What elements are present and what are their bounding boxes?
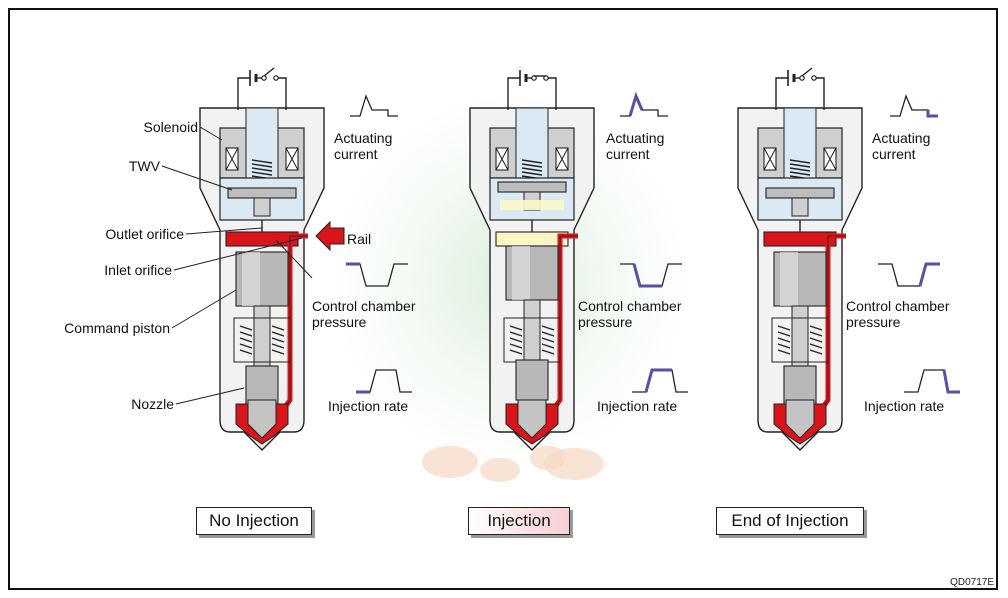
label-inlet-orifice: Inlet orifice [104,262,172,278]
leader-line-2 [161,165,233,191]
injector-2-leak-flow [500,200,564,210]
injector-2-wire-right [548,77,557,110]
injector-3-spring-chamber [771,317,829,363]
injector-1-coil-left-x [225,147,239,171]
leader-line-1 [199,126,223,141]
injector-1-nozzle-spring [239,325,285,355]
injector-1-valve-spring [251,159,273,184]
injector-3-coil-right-x [823,147,837,171]
graph-current-2-highlight [628,91,644,117]
graph-current-3-trace [890,94,938,117]
injector-1-piston-rod [253,305,271,367]
injector-1-nozzle-tip [247,399,277,439]
injector-2-twv-plate [497,181,567,193]
injector-3-switch-open [801,67,813,77]
leader-line-5 [171,289,237,329]
label-injection-rate-2: Injection rate [597,398,678,414]
graph-rate-2-highlight [644,368,672,393]
injector-1-switch-pin-b [273,75,279,81]
injector-1-coil-right-x [285,147,299,171]
injector-2-bore [515,107,549,179]
graph-pressure-2-highlight [632,263,662,288]
graph-rate-1-trace [356,369,412,393]
leader-line-4 [173,237,303,271]
graph-current-3-highlight [926,110,938,118]
injector-3-piston-highlight [780,252,798,306]
injector-3-valve-spring [789,159,811,184]
injector-3-wire-right [816,77,825,110]
injector-3-nozzle-needle [783,365,817,407]
graph-rate-2-trace [632,369,688,393]
injector-3-coil-left-x [763,147,777,171]
injector-3-twv-stem [791,197,809,217]
injector-3-switch-pin-b [811,75,817,81]
label-outlet-orifice: Outlet orifice [105,226,184,242]
injector-1-switch-pin-a [261,75,267,81]
injector-1-wire-left [237,77,250,110]
state-no-injection: No Injection [196,507,312,535]
injector-1-nozzle-needle [245,365,279,407]
graph-pressure-3-highlight [918,262,940,287]
label-rail: Rail [347,231,372,247]
graph-current-1-trace [350,94,398,117]
injector-3-nozzle-spring [777,325,823,355]
injector-1-bore [245,107,279,179]
injector-2-nozzle-tip [517,399,547,439]
label-command-piston: Command piston [64,320,170,336]
injector-1-switch-open [263,67,275,77]
injector-1-control-chamber [225,231,299,247]
label-injection-rate-3: Injection rate [864,398,945,414]
injector-2-nozzle-spring [509,325,555,355]
leader-line-3 [185,227,263,235]
state-injection: Injection [468,507,570,535]
leader-line-6 [175,387,245,405]
injector-2-wire-left [507,77,520,110]
graph-pressure-3-trace [878,263,940,287]
injector-3-control-chamber [763,231,837,247]
injector-1-wire-right [278,77,287,110]
injector-3-bore [783,107,817,179]
injector-1-piston-highlight [242,252,260,306]
rail-arrow [315,220,345,252]
injector-2-coil-left-x [495,147,509,171]
injector-2-piston-rod [523,299,541,361]
graph-pressure-2-trace [620,263,682,287]
injector-2-control-chamber [495,231,569,247]
fuel-spray-1 [422,446,478,478]
label-nozzle: Nozzle [131,396,174,412]
injector-3-twv-plate [765,187,835,199]
injector-2-nozzle-needle [515,359,549,401]
injector-1-spring-chamber [233,317,291,363]
figure-code: QD0717E [950,577,994,588]
injector-1-twv-stem [253,197,271,217]
leader-line-7 [275,239,313,279]
injector-3-switch-pin-a [799,75,805,81]
graph-rate-3-highlight [942,369,960,394]
fuel-spray-2 [480,458,520,482]
injector-3-wire-left [775,77,788,110]
graph-current-2-trace [620,94,668,117]
injector-3-piston-rod [791,305,809,367]
injector-2-piston-highlight [512,246,530,300]
label-twv: TWV [128,158,160,174]
injector-1-twv-plate [227,187,297,199]
fuel-spray-4 [530,446,566,470]
injector-2-valve-spring [521,159,543,184]
label-solenoid: Solenoid [143,119,199,135]
state-end-of-injection: End of Injection [716,507,864,535]
graph-pressure-1-trace [346,263,408,287]
injector-2-coil-right-x [555,147,569,171]
injector-3-nozzle-tip [785,399,815,439]
label-injection-rate-1: Injection rate [328,398,409,414]
graph-rate-3-trace [904,369,960,393]
